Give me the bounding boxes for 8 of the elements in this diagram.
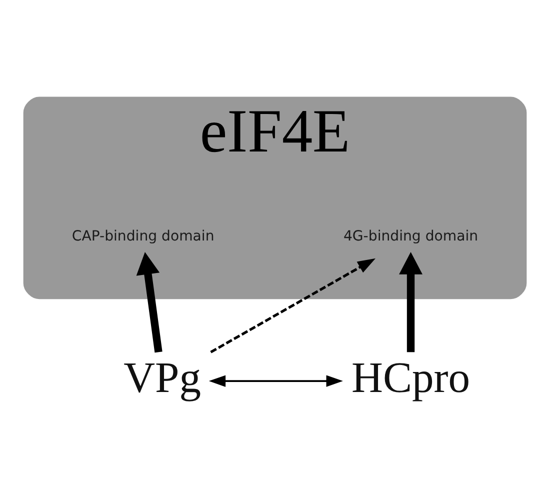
node-text: 4G-binding domain (343, 228, 478, 245)
arrow (210, 258, 376, 354)
arrow (399, 252, 422, 352)
node-text: VPg (124, 354, 202, 402)
arrow (136, 252, 162, 353)
node-text: HCpro (352, 354, 470, 402)
node-text: CAP-binding domain (72, 228, 214, 245)
arrow (208, 375, 343, 387)
